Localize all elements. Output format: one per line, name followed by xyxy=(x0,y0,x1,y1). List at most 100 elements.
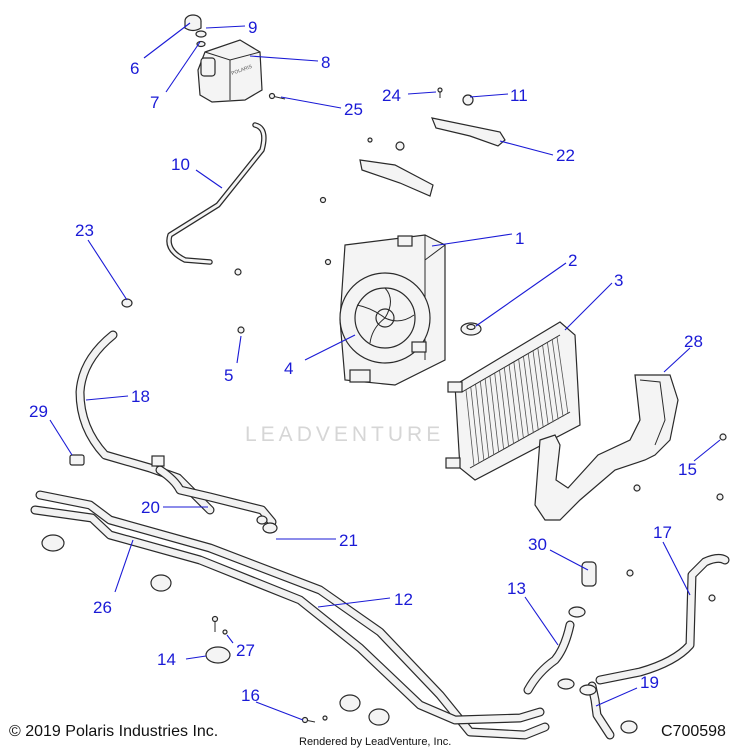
callout-12: 12 xyxy=(394,590,413,609)
radiator-fin xyxy=(508,364,519,442)
leader-17 xyxy=(662,541,691,596)
callout-26: 26 xyxy=(93,598,112,617)
radiator-fin xyxy=(523,356,534,434)
lower-bracket xyxy=(319,137,434,204)
callout-17: 17 xyxy=(653,523,672,542)
leader-11 xyxy=(469,93,509,98)
callout-5: 5 xyxy=(224,366,233,385)
callout-7: 7 xyxy=(150,93,159,112)
leader-19 xyxy=(595,687,638,707)
radiator xyxy=(445,321,581,481)
callout-19: 19 xyxy=(640,673,659,692)
radiator-fin xyxy=(551,339,564,417)
callout-21: 21 xyxy=(339,531,358,550)
callout-8: 8 xyxy=(321,53,330,72)
leader-30 xyxy=(549,549,589,571)
air-duct xyxy=(534,374,679,521)
leader-3 xyxy=(564,282,613,331)
callout-29: 29 xyxy=(29,402,48,421)
fitting-30 xyxy=(581,561,597,587)
leader-26 xyxy=(114,539,134,593)
radiator-fin xyxy=(547,342,559,420)
leader-12 xyxy=(317,597,391,608)
radiator-fin xyxy=(470,387,480,464)
leader-5 xyxy=(236,335,242,364)
leader-18 xyxy=(85,395,129,401)
upper-bracket xyxy=(431,87,506,147)
leader-13 xyxy=(524,596,559,646)
watermark: LEADVENTURE xyxy=(245,423,444,446)
callout-6: 6 xyxy=(130,59,139,78)
callout-22: 22 xyxy=(556,146,575,165)
radiator-fin xyxy=(503,367,514,445)
callout-24: 24 xyxy=(382,86,401,105)
bolts-5 xyxy=(234,258,332,334)
callout-30: 30 xyxy=(528,535,547,554)
coolant-reservoir: POLARIS xyxy=(197,39,263,103)
radiator-fin xyxy=(513,362,524,439)
radiator-fin xyxy=(518,359,529,436)
reservoir-cap xyxy=(184,14,202,32)
callout-16: 16 xyxy=(241,686,260,705)
hose-19 xyxy=(557,678,615,740)
radiator-fin xyxy=(484,378,495,456)
mount-14 xyxy=(41,534,638,734)
callout-13: 13 xyxy=(507,579,526,598)
callout-25: 25 xyxy=(344,100,363,119)
radiator-fin xyxy=(499,370,510,447)
radiator-fin xyxy=(489,376,500,453)
clamp-23 xyxy=(121,298,133,308)
leader-23 xyxy=(87,239,128,301)
leader-27 xyxy=(226,634,234,644)
fan-assembly xyxy=(339,234,446,386)
callout-20: 20 xyxy=(141,498,160,517)
leader-16 xyxy=(255,701,304,721)
callout-28: 28 xyxy=(684,332,703,351)
leader-28 xyxy=(663,347,691,373)
leader-6 xyxy=(143,22,191,59)
copyright-notice: © 2019 Polaris Industries Inc. xyxy=(9,723,218,740)
tube-12 xyxy=(35,490,550,740)
radiator-fin xyxy=(475,384,485,461)
fastener-16 xyxy=(301,715,328,724)
leader-14 xyxy=(185,655,207,660)
leader-2 xyxy=(475,262,567,327)
radiator-fin xyxy=(542,345,554,423)
leader-25 xyxy=(280,96,342,109)
callout-14: 14 xyxy=(157,650,176,669)
radiator-fin xyxy=(556,336,569,415)
leader-9 xyxy=(205,25,246,29)
leader-15 xyxy=(693,439,721,462)
clamp-21 xyxy=(256,515,278,534)
callout-9: 9 xyxy=(248,18,257,37)
rendered-by-notice: Rendered by LeadVenture, Inc. xyxy=(299,736,451,748)
hose-13 xyxy=(523,606,586,695)
callout-23: 23 xyxy=(75,221,94,240)
callout-18: 18 xyxy=(131,387,150,406)
callout-11: 11 xyxy=(510,86,528,105)
document-id: C700598 xyxy=(661,723,726,740)
radiator-fin xyxy=(527,353,539,431)
leader-24 xyxy=(407,91,437,95)
tube-26 xyxy=(30,505,545,725)
clip-15 xyxy=(626,433,727,577)
radiator-fin xyxy=(465,389,475,467)
clamp-29 xyxy=(69,454,85,466)
callout-2: 2 xyxy=(568,251,577,270)
callout-1: 1 xyxy=(515,229,524,248)
leader-8 xyxy=(249,55,319,62)
leader-29 xyxy=(49,419,73,456)
callout-27: 27 xyxy=(236,641,255,660)
leader-7 xyxy=(165,41,201,93)
radiator-fin xyxy=(479,381,490,458)
leader-4 xyxy=(304,334,356,361)
leader-10 xyxy=(195,169,223,189)
screw-25 xyxy=(268,92,286,100)
radiator-fin xyxy=(537,348,549,426)
radiator-fin xyxy=(532,350,544,428)
cap-seal xyxy=(195,30,207,48)
leader-1 xyxy=(431,233,513,247)
callout-15: 15 xyxy=(678,460,697,479)
hose-17 xyxy=(595,553,730,685)
